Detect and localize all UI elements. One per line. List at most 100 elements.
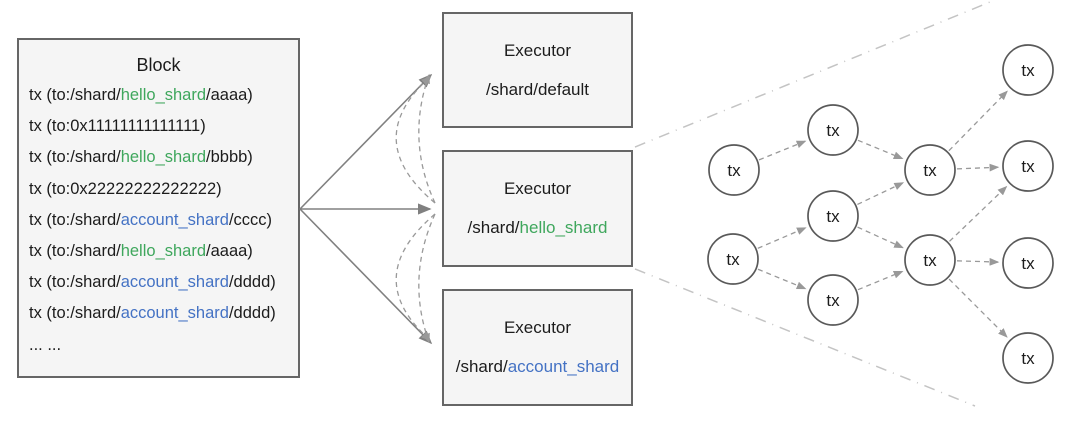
tx-node-label: tx <box>826 207 840 226</box>
tx-node-circle <box>1002 44 1054 96</box>
tx-node-G: tx <box>904 234 956 286</box>
blue-shard-text: account_shard <box>507 357 620 376</box>
block-tx-list: tx (to:/shard/hello_shard/aaaa)tx (to:0x… <box>19 80 298 361</box>
dag-nodes: tx tx tx tx tx tx tx tx tx tx tx <box>707 44 1054 384</box>
text-segment: /shard/ <box>467 218 520 237</box>
tx-node-A: tx <box>708 144 760 196</box>
dag-edge-D-G <box>857 226 904 249</box>
executor-title: Executor <box>503 318 572 337</box>
block-tx-row: tx (to:/shard/account_shard/cccc) <box>29 205 298 236</box>
block-tx-row: tx (to:/shard/hello_shard/aaaa) <box>29 236 298 267</box>
tx-node-F: tx <box>904 144 956 196</box>
dashed-route-curves <box>395 73 436 344</box>
tx-node-label: tx <box>727 161 741 180</box>
dag-edge-G-K <box>948 278 1008 338</box>
text-segment: /aaaa) <box>206 242 253 261</box>
executor-path-account-shard: /shard/account_shard <box>456 357 620 377</box>
tx-node-label: tx <box>923 161 937 180</box>
text-segment: tx (to:/shard/ <box>29 273 121 292</box>
tx-node-B: tx <box>707 233 759 285</box>
dashed-curve-up-inner <box>418 73 436 204</box>
dag-edge-E-G <box>857 270 904 291</box>
green-shard-text: hello_shard <box>120 86 207 104</box>
text-segment: /dddd) <box>228 273 276 292</box>
text-segment: tx (to:0x22222222222222) <box>29 179 222 198</box>
dag-edge-C-F <box>857 139 904 160</box>
executor-title: Executor <box>503 179 572 198</box>
tx-node-circle <box>904 144 956 196</box>
green-shard-text: hello_shard <box>519 218 608 237</box>
block-to-executor-arrows <box>299 73 433 345</box>
dashed-curve-down-outer <box>395 213 436 341</box>
text-segment: tx (to:/shard/ <box>29 210 121 229</box>
dag-edge-F-H <box>948 90 1008 152</box>
dag-edge-A-C <box>758 140 807 161</box>
block-tx-row: tx (to:0x22222222222222) <box>29 174 298 205</box>
tx-node-circle <box>904 234 956 286</box>
tx-node-label: tx <box>726 250 740 269</box>
executor-path-hello-shard: /shard/hello_shard <box>468 218 608 238</box>
text-segment: ... ... <box>29 335 62 354</box>
tx-node-circle <box>807 274 859 326</box>
tx-node-J: tx <box>1002 237 1054 289</box>
dag-edge-B-D <box>757 227 807 249</box>
tx-node-circle <box>1002 332 1054 384</box>
blue-shard-text: account_shard <box>120 273 229 292</box>
tx-node-label: tx <box>826 121 840 140</box>
green-shard-text: hello_shard <box>120 148 207 167</box>
zoom-guide-bottom <box>634 268 976 407</box>
blue-shard-text: account_shard <box>120 210 229 229</box>
tx-node-circle <box>1002 140 1054 192</box>
tx-node-label: tx <box>826 291 840 310</box>
block-tx-row: tx (to:/shard/hello_shard/bbbb) <box>29 142 298 173</box>
zoom-guide-top <box>634 0 996 148</box>
green-shard-text: hello_shard <box>120 242 207 261</box>
tx-node-K: tx <box>1002 332 1054 384</box>
tx-node-circle <box>708 144 760 196</box>
tx-node-H: tx <box>1002 44 1054 96</box>
tx-node-E: tx <box>807 274 859 326</box>
arrow-block-to-executor-default <box>299 73 433 210</box>
text-segment: tx (to:0x11111111111111) <box>29 117 206 136</box>
tx-node-circle <box>807 104 859 156</box>
tx-node-label: tx <box>923 251 937 270</box>
executor-box-account-shard: Executor /shard/account_shard <box>442 289 633 406</box>
text-segment: /dddd) <box>228 304 276 323</box>
tx-node-label: tx <box>1021 61 1035 80</box>
executor-path-default: /shard/default <box>486 80 589 100</box>
block-title: Block <box>136 55 181 75</box>
block-tx-row: tx (to:/shard/account_shard/dddd) <box>29 267 298 298</box>
text-segment: /bbbb) <box>206 148 253 167</box>
arrow-block-to-executor-account <box>299 208 433 345</box>
block-tx-row: tx (to:0x11111111111111) <box>29 111 298 142</box>
text-segment: tx (to:/shard/ <box>29 304 121 323</box>
blue-shard-text: account_shard <box>120 304 229 323</box>
dag-edge-G-I <box>949 185 1008 242</box>
dashed-curve-up-outer <box>395 76 436 204</box>
tx-node-I: tx <box>1002 140 1054 192</box>
dag-edge-F-I <box>956 163 1000 172</box>
dag-edge-G-J <box>956 257 1000 266</box>
block-tx-row: tx (to:/shard/hello_shard/aaaa) <box>29 80 298 111</box>
tx-node-circle <box>1002 237 1054 289</box>
block-box: Block tx (to:/shard/hello_shard/aaaa)tx … <box>17 38 300 378</box>
text-segment: /cccc) <box>228 210 273 229</box>
dashed-curve-down-inner <box>418 213 436 344</box>
text-segment: /aaaa) <box>206 86 253 104</box>
tx-node-D: tx <box>807 190 859 242</box>
tx-node-C: tx <box>807 104 859 156</box>
executor-box-hello-shard: Executor /shard/hello_shard <box>442 150 633 267</box>
block-tx-row: ... ... <box>29 330 298 361</box>
dag-edge-B-E <box>757 268 807 290</box>
text-segment: tx (to:/shard/ <box>29 86 121 104</box>
tx-node-circle <box>707 233 759 285</box>
text-segment: /shard/ <box>455 357 508 376</box>
tx-node-circle <box>807 190 859 242</box>
dag-edge-D-F <box>857 182 905 206</box>
tx-node-label: tx <box>1021 349 1035 368</box>
tx-node-label: tx <box>1021 157 1035 176</box>
text-segment: /shard/default <box>485 79 589 99</box>
executor-box-default: Executor /shard/default <box>442 12 633 128</box>
tx-node-label: tx <box>1021 254 1035 273</box>
